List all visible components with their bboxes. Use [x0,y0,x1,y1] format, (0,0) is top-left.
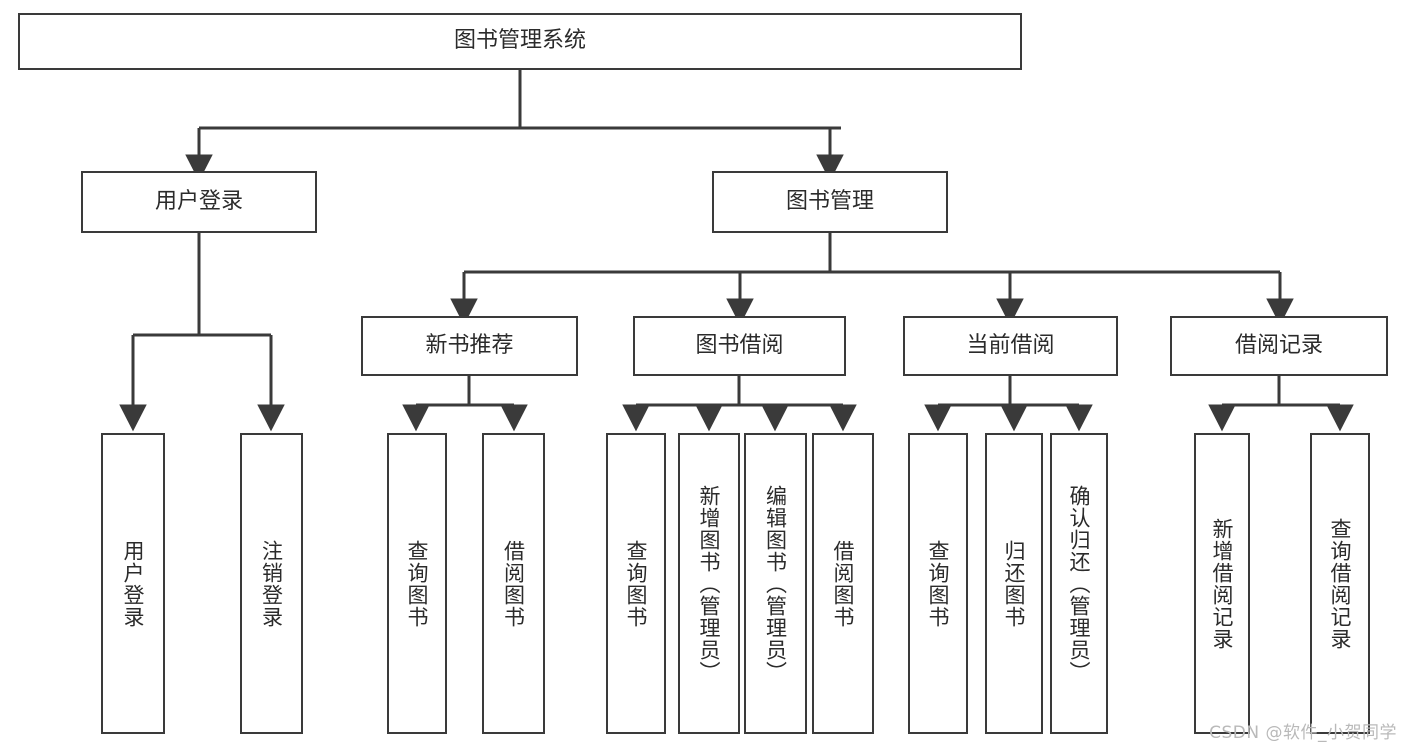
leaf-logout[interactable]: 注销登录 [240,433,303,734]
leaf-borrow-book-recommend[interactable]: 借阅图书 [482,433,545,734]
csdn-watermark: CSDN @软件_小贺同学 [1209,723,1397,743]
node-label: 新书推荐 [425,332,514,358]
node-label: 新增图书（管理员） [697,484,722,683]
node-current-borrow[interactable]: 当前借阅 [903,316,1118,376]
node-label: 用户登录 [154,188,243,214]
node-label: 图书管理系统 [453,28,586,54]
node-label: 查询图书 [926,539,951,628]
leaf-add-book-admin[interactable]: 新增图书（管理员） [678,433,740,734]
node-user-login[interactable]: 用户登录 [81,171,317,233]
node-label: 查询图书 [624,539,649,628]
node-book-management[interactable]: 图书管理 [712,171,948,233]
leaf-query-book-borrow[interactable]: 查询图书 [606,433,666,734]
node-label: 注销登录 [259,539,284,628]
node-borrow-record[interactable]: 借阅记录 [1170,316,1388,376]
leaf-add-borrow-record[interactable]: 新增借阅记录 [1194,433,1250,734]
node-label: 新增借阅记录 [1210,517,1235,650]
node-root[interactable]: 图书管理系统 [18,13,1022,70]
node-label: 查询借阅记录 [1328,517,1353,650]
node-label: 借阅图书 [501,539,526,628]
leaf-confirm-return-admin[interactable]: 确认归还（管理员） [1050,433,1108,734]
node-label: 图书管理 [785,188,874,214]
node-label: 借阅图书 [831,539,856,628]
node-label: 用户登录 [121,539,146,628]
node-label: 编辑图书（管理员） [763,484,788,683]
node-label: 归还图书 [1002,539,1027,628]
leaf-return-book[interactable]: 归还图书 [985,433,1043,734]
node-label: 确认归还（管理员） [1067,484,1092,683]
node-label: 当前借阅 [966,332,1055,358]
leaf-borrow-book[interactable]: 借阅图书 [812,433,874,734]
node-new-book-recommend[interactable]: 新书推荐 [361,316,578,376]
leaf-user-login[interactable]: 用户登录 [101,433,165,734]
leaf-query-book-current[interactable]: 查询图书 [908,433,968,734]
leaf-query-book-recommend[interactable]: 查询图书 [387,433,447,734]
node-label: 查询图书 [405,539,430,628]
leaf-query-borrow-record[interactable]: 查询借阅记录 [1310,433,1370,734]
node-label: 借阅记录 [1234,332,1323,358]
leaf-edit-book-admin[interactable]: 编辑图书（管理员） [744,433,807,734]
node-label: 图书借阅 [695,332,784,358]
node-book-borrow[interactable]: 图书借阅 [633,316,846,376]
